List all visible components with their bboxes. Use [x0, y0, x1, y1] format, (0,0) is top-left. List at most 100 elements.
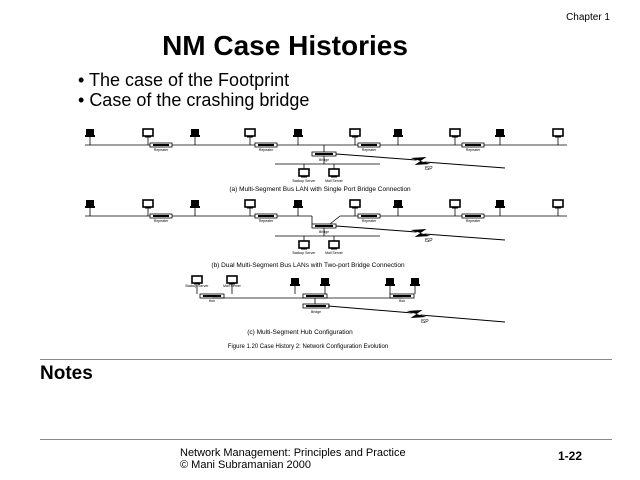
workstation-icon — [394, 129, 402, 135]
notes-heading: Notes — [40, 363, 93, 384]
repeater-box — [361, 144, 377, 146]
monitor-icon — [145, 136, 151, 138]
device-label: ISP — [424, 166, 433, 172]
workstation-icon — [191, 129, 199, 135]
cable — [327, 305, 413, 314]
hub-box — [306, 295, 324, 297]
workstation-icon — [495, 206, 505, 208]
monitor-icon — [352, 207, 358, 209]
workstation-icon — [320, 284, 330, 286]
page-number: 1-22 — [558, 449, 583, 463]
monitor-icon — [145, 207, 151, 209]
monitor-icon — [301, 248, 307, 250]
workstation-icon — [321, 278, 329, 284]
device-label: Hub — [399, 299, 405, 303]
device-label: ISP — [420, 319, 429, 325]
workstation-icon — [496, 200, 504, 206]
monitor-icon — [247, 136, 253, 138]
figure-caption: Figure 1.20 Case History 2: Network Conf… — [228, 344, 388, 350]
workstation-icon — [190, 135, 200, 137]
monitor-icon — [552, 199, 564, 208]
monitor-icon — [349, 128, 361, 137]
workstation-icon — [293, 206, 303, 208]
workstation-icon — [385, 284, 395, 286]
monitor-icon — [331, 176, 337, 178]
chapter-label: Chapter 1 — [566, 12, 610, 23]
slide-title: NM Case Histories — [162, 30, 408, 61]
workstation-icon — [86, 200, 94, 206]
bullet-item: • Case of the crashing bridge — [78, 90, 310, 110]
wan-link-icon — [406, 310, 427, 318]
device-label: Repeater — [466, 148, 481, 152]
device-label: Mail Server — [223, 284, 242, 288]
device-label: Backup Server — [293, 251, 317, 255]
bullet-text: The case of the Footprint — [88, 70, 290, 90]
cable — [335, 225, 417, 233]
workstation-icon — [290, 284, 300, 286]
footer-copyright: © Mani Subramanian 2000 — [180, 459, 312, 471]
workstation-icon — [293, 135, 303, 137]
workstation-icon — [495, 135, 505, 137]
hub-box — [203, 295, 221, 297]
monitor-icon — [555, 207, 561, 209]
monitor-icon — [142, 128, 154, 137]
repeater-box — [153, 215, 169, 217]
monitor-icon — [244, 128, 256, 137]
caption-a: (a) Multi-Segment Bus LAN with Single Po… — [229, 186, 411, 193]
monitor-icon — [449, 128, 461, 137]
device-label: Bridge — [311, 310, 321, 314]
workstation-icon — [394, 200, 402, 206]
cable — [420, 314, 506, 323]
device-label: Repeater — [362, 219, 377, 223]
device-label: ISP — [424, 238, 433, 244]
device-label: Repeater — [259, 148, 274, 152]
monitor-icon — [229, 283, 235, 285]
monitor-icon — [349, 199, 361, 208]
caption-b: (b) Dual Multi-Segment Bus LANs with Two… — [211, 262, 405, 269]
workstation-icon — [85, 206, 95, 208]
monitor-icon — [552, 128, 564, 137]
device-label: Repeater — [259, 219, 274, 223]
monitor-icon — [226, 275, 238, 284]
divider — [40, 359, 612, 360]
divider — [40, 439, 612, 440]
footer-title: Network Management: Principles and Pract… — [180, 447, 406, 459]
monitor-icon — [244, 199, 256, 208]
device-label: Hub — [209, 299, 215, 303]
repeater-box — [361, 215, 377, 217]
bullet-text: Case of the crashing bridge — [89, 90, 310, 110]
workstation-icon — [410, 284, 420, 286]
device-label: Repeater — [362, 148, 377, 152]
device-label: Backup Server — [293, 179, 317, 183]
workstation-icon — [294, 129, 302, 135]
workstation-icon — [86, 129, 94, 135]
bridge-box — [315, 225, 333, 227]
repeater-box — [258, 144, 274, 146]
repeater-box — [153, 144, 169, 146]
monitor-icon — [301, 176, 307, 178]
device-label: Repeater — [154, 219, 169, 223]
device-label: Mail Server — [325, 251, 344, 255]
monitor-icon — [328, 168, 340, 177]
workstation-icon — [496, 129, 504, 135]
monitor-icon — [247, 207, 253, 209]
workstation-icon — [294, 200, 302, 206]
workstation-icon — [411, 278, 419, 284]
wan-link-icon — [410, 157, 431, 165]
bridge-box — [315, 153, 333, 155]
monitor-icon — [331, 248, 337, 250]
repeater-box — [465, 144, 481, 146]
monitor-icon — [328, 240, 340, 249]
workstation-icon — [393, 135, 403, 137]
monitor-icon — [352, 136, 358, 138]
device-label: Backup Server — [186, 284, 210, 288]
workstation-icon — [393, 206, 403, 208]
monitor-icon — [452, 136, 458, 138]
cable — [329, 215, 341, 225]
cable — [424, 161, 506, 169]
caption-c: (c) Multi-Segment Hub Configuration — [247, 329, 353, 336]
device-label: Repeater — [466, 219, 481, 223]
workstation-icon — [85, 135, 95, 137]
workstation-icon — [191, 200, 199, 206]
device-label: Repeater — [154, 148, 169, 152]
